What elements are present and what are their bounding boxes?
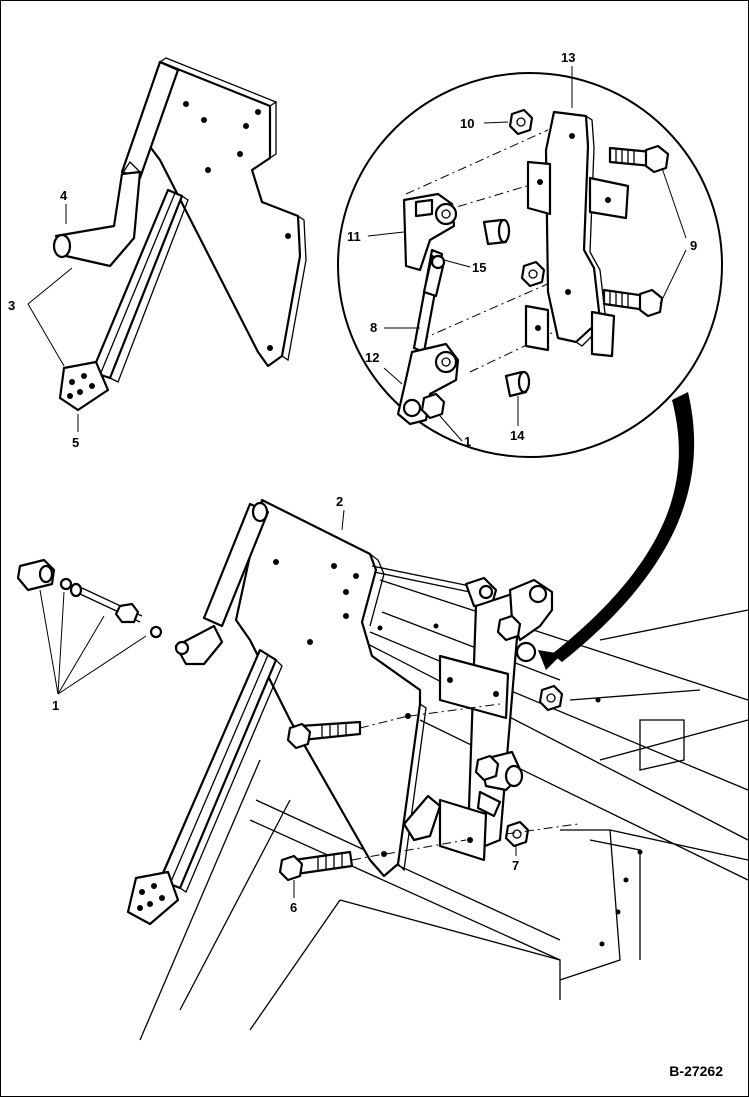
callout-group-detail: 13 10 9 11 15 8 12 14 1 <box>347 50 697 449</box>
figure-number: B-27262 <box>669 1063 723 1079</box>
bolts-installed <box>278 703 579 882</box>
callout-10: 10 <box>460 116 474 131</box>
callout-7: 7 <box>512 858 519 873</box>
callout-4: 4 <box>60 188 68 203</box>
callout-1-detail: 1 <box>464 434 471 449</box>
callout-8: 8 <box>370 320 377 335</box>
stop-bolt-assembly <box>16 558 163 639</box>
detail-inset <box>337 72 723 458</box>
callout-15: 15 <box>472 260 486 275</box>
callout-2: 2 <box>336 494 343 509</box>
callout-group-lower: 2 1 6 7 <box>39 494 519 915</box>
frame-structure <box>139 579 749 1041</box>
callout-13: 13 <box>561 50 575 65</box>
callout-5: 5 <box>72 435 79 450</box>
linkage-installed <box>371 565 564 862</box>
callout-group-upper-left: 4 3 5 <box>8 188 79 450</box>
callout-1: 1 <box>52 698 59 713</box>
callout-12: 12 <box>365 350 379 365</box>
pedal-bracket-upper <box>52 57 307 412</box>
callout-14: 14 <box>510 428 525 443</box>
callout-6: 6 <box>290 900 297 915</box>
detail-pointer-arrow <box>538 392 695 670</box>
pedal-bracket-installed <box>126 498 427 926</box>
callout-9: 9 <box>690 238 697 253</box>
callout-11: 11 <box>347 229 361 244</box>
callout-3: 3 <box>8 298 15 313</box>
